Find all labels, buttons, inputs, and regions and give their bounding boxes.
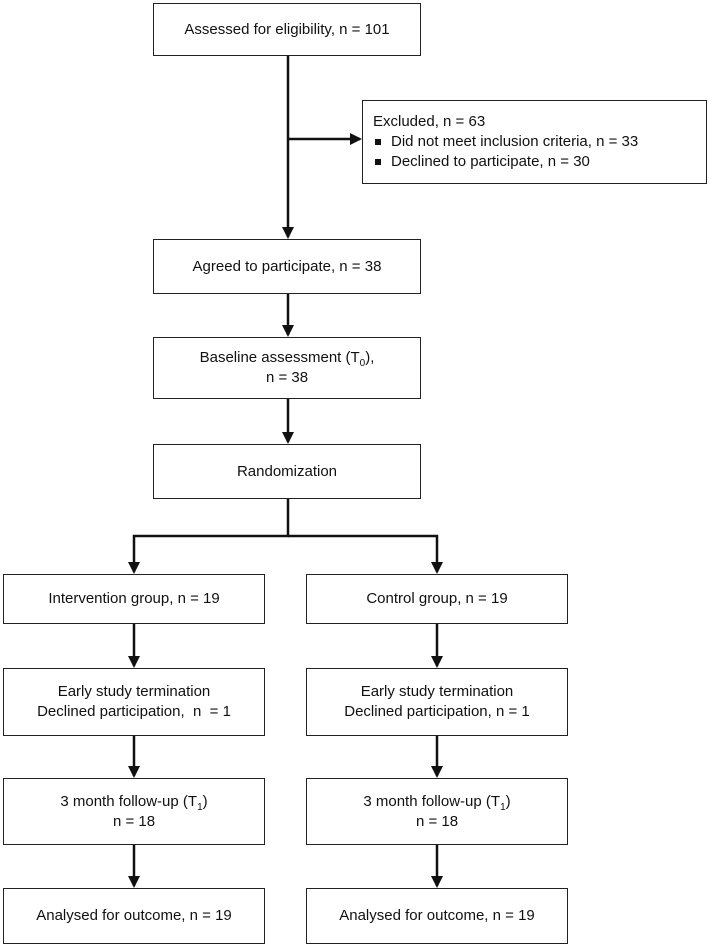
branch-connector	[128, 498, 290, 574]
followup-line2: n = 18	[415, 812, 459, 830]
control-followup-box: 3 month follow-up (T1) n = 18	[306, 778, 568, 845]
control-analysed-box: Analysed for outcome, n = 19	[306, 888, 568, 944]
control-group-box: Control group, n = 19	[306, 574, 568, 624]
baseline-subscript: 0	[359, 358, 366, 369]
randomization-label: Randomization	[236, 462, 338, 480]
analysed-label: Analysed for outcome, n = 19	[36, 907, 232, 924]
termination-line1: Early study termination	[57, 683, 211, 700]
baseline-text-end: ),	[365, 349, 375, 366]
termination-line2: Declined participation, n = 1	[344, 703, 530, 720]
baseline-box: Baseline assessment (T0), n = 38	[153, 337, 421, 399]
excluded-box: Excluded, n = 63 Did not meet inclusion …	[362, 100, 707, 184]
intervention-analysed-box: Analysed for outcome, n = 19	[3, 888, 265, 944]
intervention-termination-box: Early study termination Declined partici…	[3, 668, 265, 736]
randomization-box: Randomization	[153, 444, 421, 499]
baseline-line1: Baseline assessment (T0),	[199, 348, 375, 369]
baseline-text: Baseline assessment (T	[199, 349, 360, 366]
bullet-icon	[375, 139, 381, 145]
branch-connector-right	[288, 534, 443, 574]
control-group-label: Control group, n = 19	[366, 590, 508, 607]
excluded-item: Did not meet inclusion criteria, n = 33	[373, 132, 638, 152]
intervention-group-label: Intervention group, n = 19	[48, 590, 220, 607]
termination-line2: Declined participation, n = 1	[37, 703, 231, 720]
excluded-title: Excluded, n = 63	[373, 113, 486, 130]
excluded-item-label: Declined to participate, n = 30	[391, 153, 590, 170]
agreed-box: Agreed to participate, n = 38	[153, 239, 421, 294]
followup-line2: n = 18	[112, 812, 156, 830]
followup-text: 3 month follow-up (T	[60, 792, 198, 810]
termination-line1: Early study termination	[360, 683, 514, 700]
agreed-label: Agreed to participate, n = 38	[192, 257, 382, 275]
followup-text-end: )	[202, 792, 208, 810]
excluded-item-label: Did not meet inclusion criteria, n = 33	[391, 133, 639, 150]
assessed-box: Assessed for eligibility, n = 101	[153, 3, 421, 56]
assessed-label: Assessed for eligibility, n = 101	[184, 20, 390, 38]
baseline-line2: n = 38	[265, 369, 309, 386]
control-termination-box: Early study termination Declined partici…	[306, 668, 568, 736]
followup-line1: 3 month follow-up (T1)	[363, 792, 511, 813]
followup-subscript: 1	[500, 801, 506, 813]
bullet-icon	[375, 159, 381, 165]
intervention-group-box: Intervention group, n = 19	[3, 574, 265, 624]
excluded-item: Declined to participate, n = 30	[373, 152, 590, 172]
followup-text-end: )	[505, 792, 511, 810]
followup-text: 3 month follow-up (T	[363, 792, 501, 810]
followup-subscript: 1	[197, 801, 203, 813]
followup-line1: 3 month follow-up (T1)	[60, 792, 208, 813]
analysed-label: Analysed for outcome, n = 19	[339, 907, 535, 924]
intervention-followup-box: 3 month follow-up (T1) n = 18	[3, 778, 265, 845]
